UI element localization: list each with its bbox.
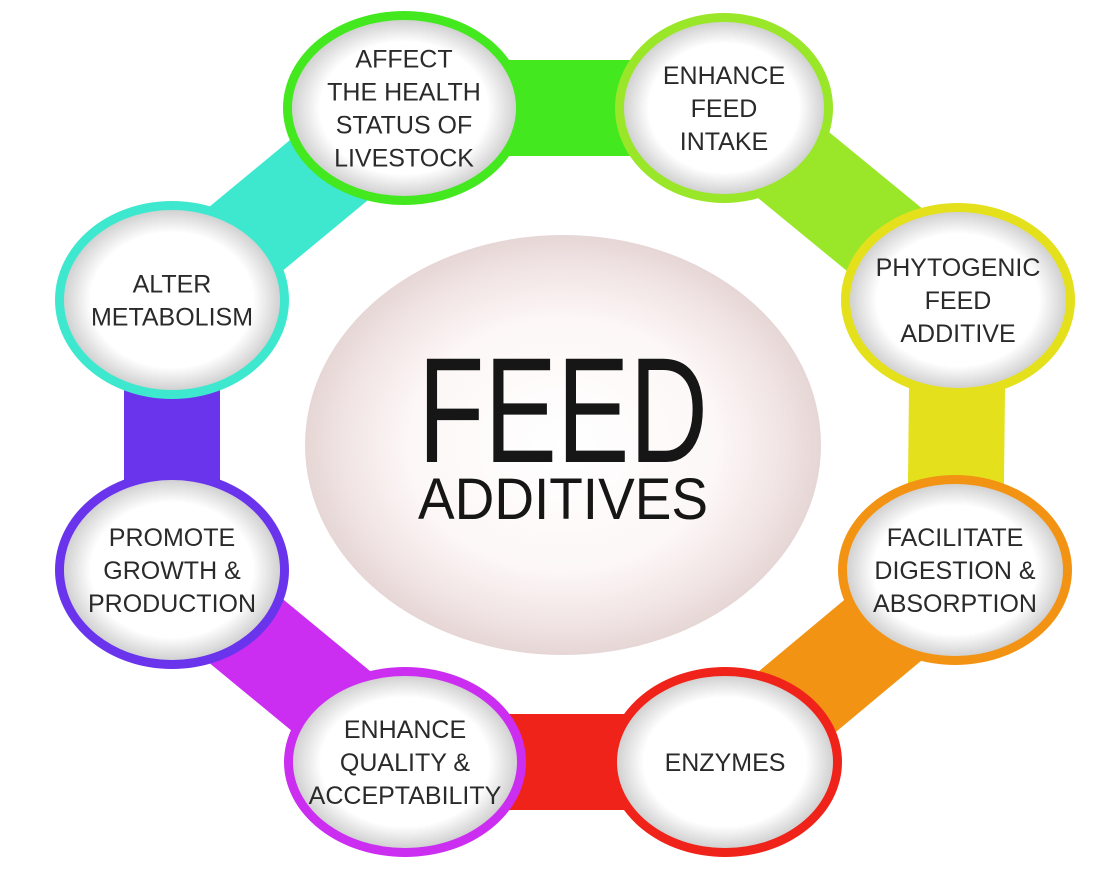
node-label-line: FEED — [691, 95, 758, 123]
node-label-line: AFFECT — [355, 46, 452, 74]
node-enhance-feed-intake: ENHANCE FEED INTAKE — [615, 13, 833, 203]
node-label-line: FACILITATE — [887, 524, 1024, 552]
node-label-line: ABSORPTION — [873, 590, 1037, 618]
node-enhance-quality: ENHANCE QUALITY & ACCEPTABILITY — [284, 667, 526, 857]
node-shade — [293, 676, 517, 848]
node-phytogenic-feed-additive: PHYTOGENIC FEED ADDITIVE — [841, 203, 1075, 397]
center-title: FEED — [418, 326, 708, 494]
node-label-line: QUALITY & — [340, 749, 470, 777]
node-shade — [64, 480, 280, 660]
node-label-line: ENHANCE — [663, 62, 785, 90]
node-label-line: ENZYMES — [665, 749, 786, 777]
node-label-line: STATUS OF — [336, 112, 473, 140]
node-label-line: DIGESTION & — [874, 557, 1035, 585]
node-shade — [64, 210, 280, 390]
node-label-line: GROWTH & — [103, 557, 241, 585]
node-facilitate-digestion: FACILITATE DIGESTION & ABSORPTION — [838, 475, 1072, 665]
node-affect-health: AFFECT THE HEALTH STATUS OF LIVESTOCK — [283, 11, 525, 205]
node-label-line: THE HEALTH — [327, 79, 481, 107]
center-ellipse-group: FEED ADDITIVES — [305, 235, 821, 655]
node-label-line: PRODUCTION — [88, 590, 256, 618]
node-label-line: ENHANCE — [344, 716, 466, 744]
node-label-line: FEED — [925, 287, 992, 315]
node-shade — [292, 20, 516, 196]
node-label-line: ACCEPTABILITY — [309, 782, 502, 810]
node-alter-metabolism: ALTER METABOLISM — [55, 201, 289, 399]
node-promote-growth: PROMOTE GROWTH & PRODUCTION — [55, 471, 289, 669]
node-label-line: ALTER — [133, 271, 212, 299]
node-label-line: INTAKE — [680, 128, 768, 156]
ring-nodes: AFFECT THE HEALTH STATUS OF LIVESTOCK ENHANC… — [55, 11, 1075, 857]
node-label-line: PROMOTE — [109, 524, 235, 552]
center-ellipse — [305, 235, 821, 655]
node-label-line: LIVESTOCK — [334, 145, 474, 173]
node-shade — [617, 676, 833, 848]
node-label-line: PHYTOGENIC — [876, 254, 1041, 282]
node-label-line: ADDITIVE — [900, 320, 1015, 348]
node-shade — [850, 212, 1066, 388]
center-subtitle: ADDITIVES — [418, 467, 708, 532]
node-shade — [624, 22, 824, 194]
node-label-line: METABOLISM — [91, 304, 253, 332]
node-shade — [847, 484, 1063, 656]
node-enzymes: ENZYMES — [608, 667, 842, 857]
